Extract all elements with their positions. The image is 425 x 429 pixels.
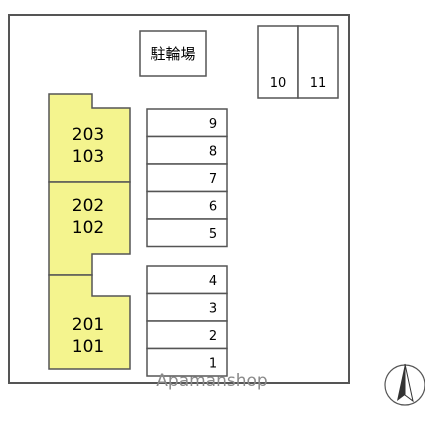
parking-space-6 bbox=[146, 190, 228, 220]
apamanshop-watermark: Apamanshop bbox=[156, 371, 267, 391]
building-unit-201-101 bbox=[48, 274, 131, 370]
north-arrow-icon bbox=[384, 363, 425, 406]
bicycle-parking-label: 駐輪場 bbox=[150, 45, 195, 63]
parking-label-4: 4 bbox=[209, 274, 217, 289]
parking-space-11 bbox=[297, 25, 339, 99]
parking-block-lower: 4 3 2 1 bbox=[146, 265, 228, 377]
unit-label-101: 101 bbox=[72, 337, 104, 357]
unit-label-201: 201 bbox=[72, 315, 104, 335]
parking-space-7 bbox=[146, 163, 228, 193]
parking-label-8: 8 bbox=[209, 144, 217, 159]
parking-label-3: 3 bbox=[209, 301, 217, 316]
parking-label-7: 7 bbox=[209, 172, 217, 187]
bicycle-parking-box bbox=[139, 30, 207, 77]
parking-space-1 bbox=[146, 347, 228, 377]
unit-label-202: 202 bbox=[72, 196, 104, 216]
unit-label-203: 203 bbox=[72, 125, 104, 145]
parking-label-1: 1 bbox=[209, 356, 217, 371]
parking-label-5: 5 bbox=[209, 227, 217, 242]
parking-space-5 bbox=[146, 218, 228, 248]
parking-space-4 bbox=[146, 265, 228, 295]
parking-label-9: 9 bbox=[209, 117, 217, 132]
parking-block-upper: 9 8 7 6 5 bbox=[146, 108, 228, 248]
parking-label-11: 11 bbox=[310, 76, 327, 91]
unit-label-103: 103 bbox=[72, 147, 104, 167]
parking-label-6: 6 bbox=[209, 199, 217, 214]
unit-label-102: 102 bbox=[72, 218, 104, 238]
parking-label-10: 10 bbox=[270, 76, 287, 91]
parking-space-8 bbox=[146, 135, 228, 165]
parking-label-2: 2 bbox=[209, 329, 217, 344]
parking-space-10 bbox=[257, 25, 299, 99]
